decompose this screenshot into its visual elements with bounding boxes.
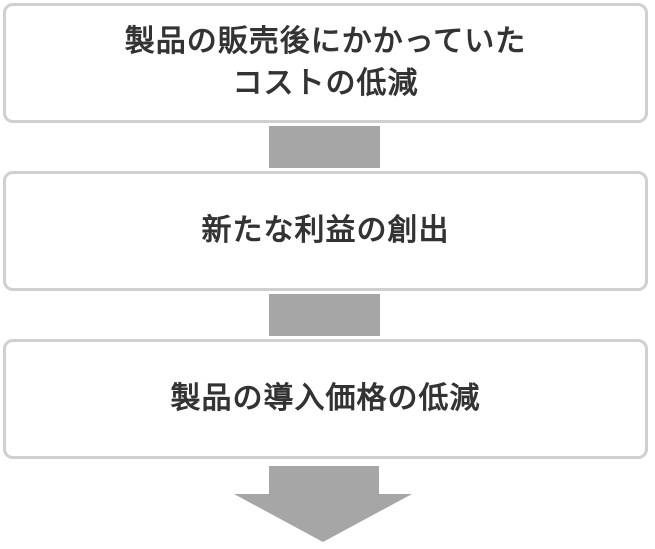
step-text-line: 製品の販売後にかかっていた — [124, 24, 527, 59]
connector-bar — [269, 126, 380, 168]
connector-bar — [269, 294, 380, 336]
step-box-cost-reduction: 製品の販売後にかかっていた コストの低減 — [3, 3, 648, 123]
step-text-line: 製品の導入価格の低減 — [170, 381, 481, 416]
down-arrow-icon — [234, 466, 412, 542]
step-text-line: 新たな利益の創出 — [201, 213, 450, 248]
step-box-price-reduction: 製品の導入価格の低減 — [3, 339, 648, 459]
step-text-line: コストの低減 — [232, 66, 419, 101]
step-box-new-profit: 新たな利益の創出 — [3, 171, 648, 291]
